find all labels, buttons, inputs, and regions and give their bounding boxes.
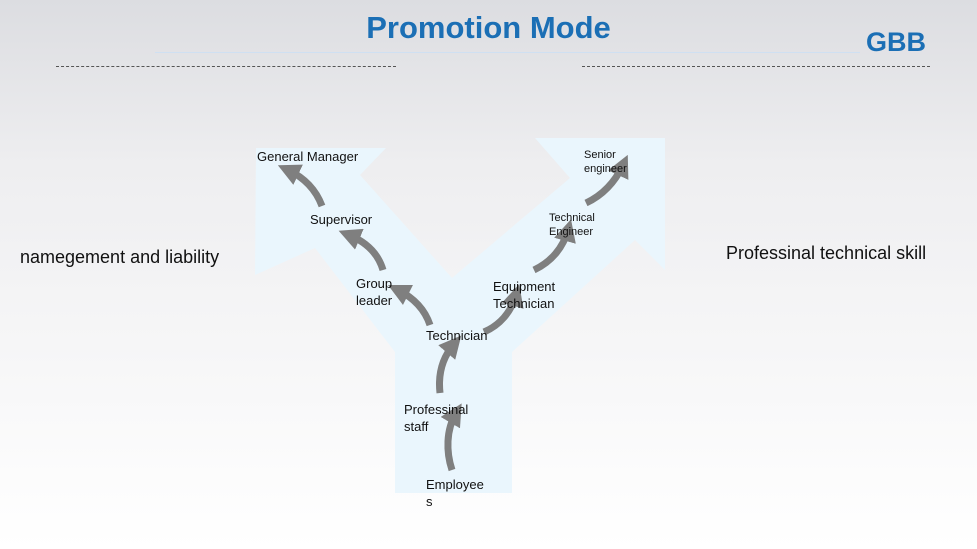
arrow-staff-to-technician	[436, 335, 462, 394]
node-senior-engineer: Senior engineer	[584, 149, 627, 175]
node-equipment-technician: Equipment Technician	[493, 279, 556, 311]
brand-logo-text: GBB	[866, 27, 926, 57]
divider-left	[56, 66, 396, 67]
technical-track-label: Professinal technical skill	[726, 243, 927, 263]
arrow-group-leader-to-supervisor	[338, 228, 387, 272]
management-track-label: namegement and liability	[20, 247, 220, 267]
node-supervisor: Supervisor	[310, 212, 373, 227]
node-technical-engineer: Technical Engineer	[549, 212, 595, 238]
arrow-employees-to-staff	[440, 403, 462, 472]
node-group-leader: Group leader	[356, 276, 393, 308]
node-professional-staff: Professinal staff	[404, 402, 469, 434]
node-employees: Employee s	[426, 477, 484, 509]
node-technician: Technician	[426, 328, 488, 343]
divider-right	[582, 66, 930, 67]
arrow-technician-to-group-leader	[387, 284, 434, 327]
arrow-equipment-technician-to-technical-engineer	[532, 219, 576, 274]
page-title: Promotion Mode	[366, 10, 611, 45]
arrow-technical-engineer-to-senior-engineer	[584, 154, 629, 207]
title-underline	[155, 52, 860, 53]
arrow-supervisor-to-general-manager	[277, 164, 326, 208]
arrow-technician-to-equipment-technician	[482, 284, 524, 336]
node-general-manager: General Manager	[257, 149, 359, 164]
